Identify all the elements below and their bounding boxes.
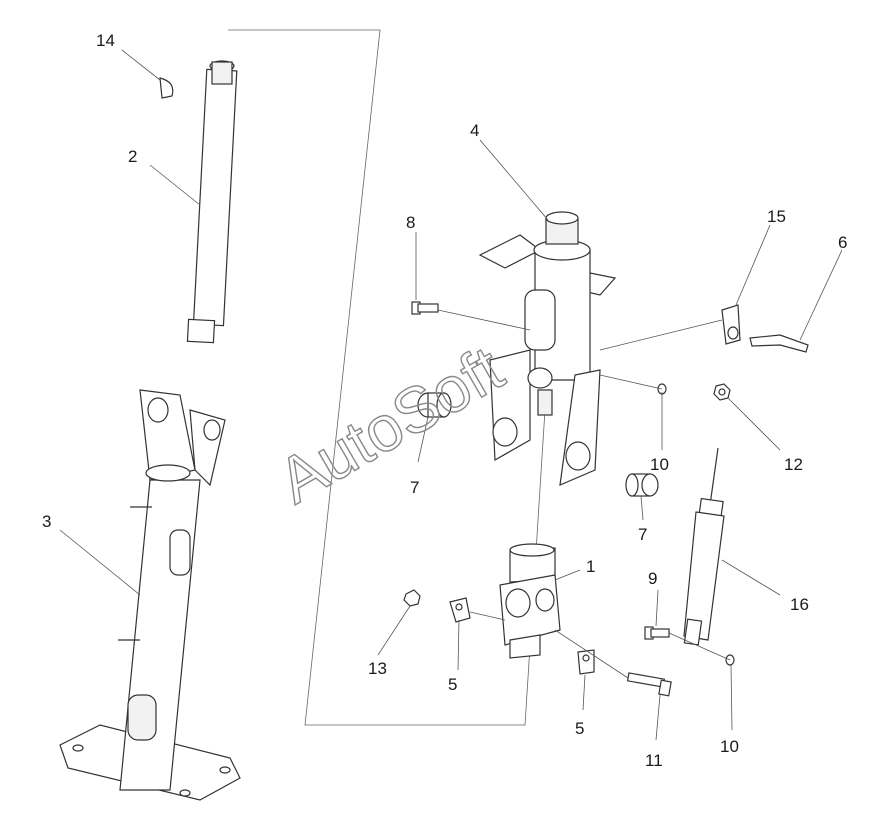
part-1-universal-joint — [499, 543, 561, 659]
part-5-plate-a — [449, 597, 471, 623]
callout-1: 1 — [586, 557, 595, 576]
callout-13: 13 — [368, 659, 387, 678]
part-13-nut — [403, 589, 421, 607]
callout-10b: 10 — [720, 737, 739, 756]
watermark-text: AutoSoft — [266, 332, 515, 517]
callout-7a: 7 — [410, 478, 419, 497]
part-9-bolt — [644, 626, 670, 640]
callout-16: 16 — [790, 595, 809, 614]
callout-6: 6 — [838, 233, 847, 252]
callout-11: 11 — [645, 751, 663, 770]
callout-7b: 7 — [638, 525, 647, 544]
callout-5b: 5 — [575, 719, 584, 738]
callout-2: 2 — [128, 147, 137, 166]
callout-9: 9 — [648, 569, 657, 588]
callout-5a: 5 — [448, 675, 457, 694]
callout-3: 3 — [42, 512, 51, 531]
leader-lines — [59, 49, 843, 741]
part-12-nut — [713, 383, 731, 401]
callout-8: 8 — [406, 213, 415, 232]
part-8-bolt — [411, 301, 439, 315]
part-3-column-tube — [59, 389, 241, 801]
callout-4: 4 — [470, 121, 479, 140]
callout-12: 12 — [784, 455, 803, 474]
part-4-bracket — [478, 211, 617, 486]
part-5-plate-b — [577, 649, 595, 675]
callout-14: 14 — [96, 31, 115, 50]
part-11-bolt — [626, 672, 672, 697]
part-16-gas-strut — [683, 447, 725, 646]
part-15-latch — [721, 304, 741, 345]
part-6-clip — [749, 334, 809, 353]
callout-10a: 10 — [650, 455, 669, 474]
part-14-key — [159, 77, 174, 99]
part-2-shaft — [186, 60, 238, 344]
callout-15: 15 — [767, 207, 786, 226]
part-7-bushing-b — [625, 473, 659, 497]
